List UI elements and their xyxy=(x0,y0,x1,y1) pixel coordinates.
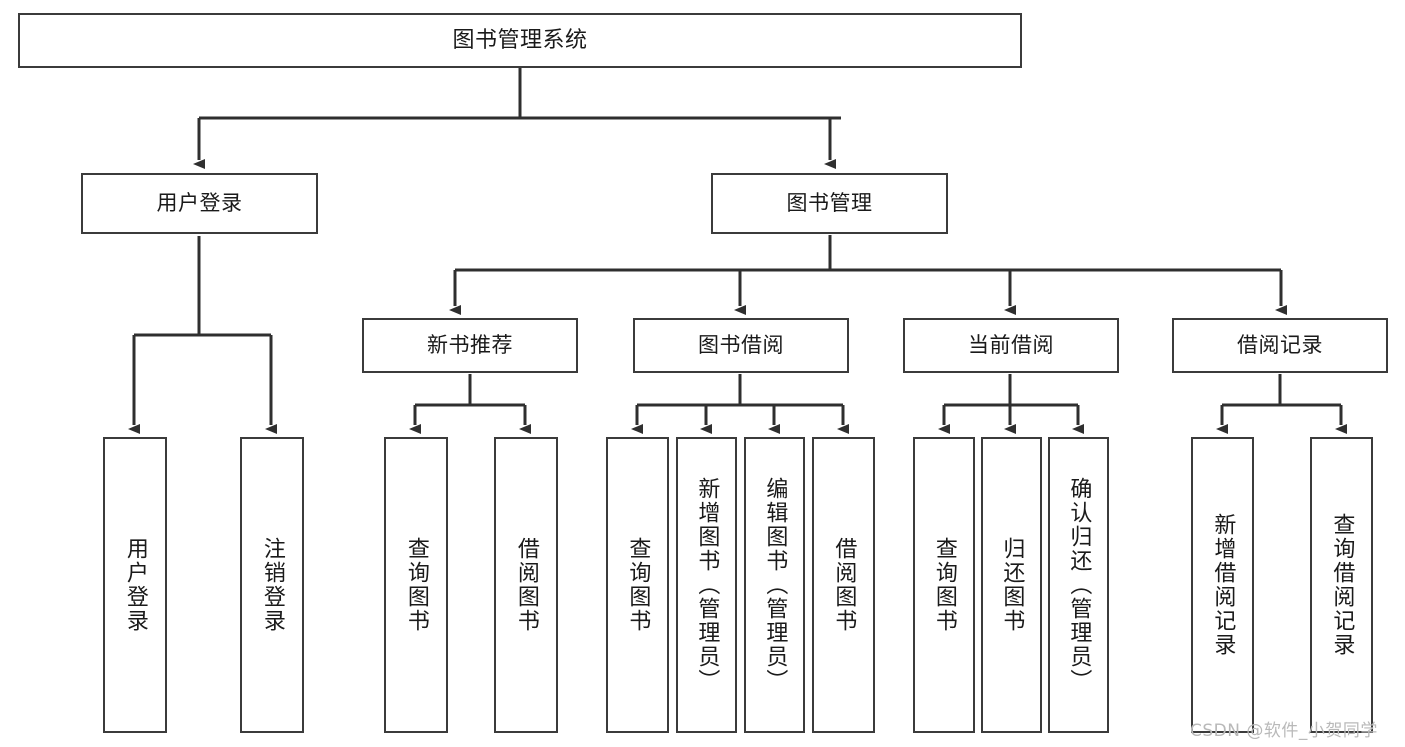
node-leaf-add-book[interactable]: 新增图书（管理员） xyxy=(676,437,737,733)
node-leaf-query-book-3[interactable]: 查询图书 xyxy=(913,437,975,733)
node-label: 当前借阅 xyxy=(968,333,1054,358)
node-label: 编辑图书（管理员） xyxy=(762,477,788,693)
node-leaf-query-record[interactable]: 查询借阅记录 xyxy=(1310,437,1373,733)
node-book-management[interactable]: 图书管理 xyxy=(711,173,948,234)
node-label: 图书借阅 xyxy=(698,333,784,358)
node-label: 确认归还（管理员） xyxy=(1066,477,1092,693)
node-leaf-edit-book[interactable]: 编辑图书（管理员） xyxy=(744,437,805,733)
node-label: 注销登录 xyxy=(259,537,285,633)
node-user-login[interactable]: 用户登录 xyxy=(81,173,318,234)
node-label: 借阅图书 xyxy=(513,537,539,633)
node-leaf-logout-login[interactable]: 注销登录 xyxy=(240,437,304,733)
node-leaf-confirm-return[interactable]: 确认归还（管理员） xyxy=(1048,437,1109,733)
node-label: 借阅图书 xyxy=(831,537,857,633)
node-leaf-borrow-book-2[interactable]: 借阅图书 xyxy=(812,437,875,733)
node-book-management-system[interactable]: 图书管理系统 xyxy=(18,13,1022,68)
node-label: 查询图书 xyxy=(625,537,651,633)
node-leaf-query-book-2[interactable]: 查询图书 xyxy=(606,437,669,733)
node-label: 查询图书 xyxy=(403,537,429,633)
node-label: 新书推荐 xyxy=(427,333,513,358)
node-label: 新增借阅记录 xyxy=(1210,513,1236,657)
node-leaf-return-book[interactable]: 归还图书 xyxy=(981,437,1042,733)
node-label: 查询图书 xyxy=(931,537,957,633)
node-label: 图书管理系统 xyxy=(452,27,588,53)
node-label: 图书管理 xyxy=(786,191,873,216)
node-leaf-borrow-book-1[interactable]: 借阅图书 xyxy=(494,437,558,733)
node-new-book-recommend[interactable]: 新书推荐 xyxy=(362,318,578,373)
node-borrow-record[interactable]: 借阅记录 xyxy=(1172,318,1388,373)
node-book-borrow[interactable]: 图书借阅 xyxy=(633,318,849,373)
node-label: 用户登录 xyxy=(156,191,243,216)
node-label: 用户登录 xyxy=(122,537,148,633)
node-leaf-add-record[interactable]: 新增借阅记录 xyxy=(1191,437,1254,733)
node-current-borrow[interactable]: 当前借阅 xyxy=(903,318,1119,373)
node-leaf-user-login[interactable]: 用户登录 xyxy=(103,437,167,733)
node-label: 新增图书（管理员） xyxy=(694,477,720,693)
node-leaf-query-book-1[interactable]: 查询图书 xyxy=(384,437,448,733)
node-label: 借阅记录 xyxy=(1237,333,1323,358)
node-label: 归还图书 xyxy=(999,537,1025,633)
node-label: 查询借阅记录 xyxy=(1329,513,1355,657)
